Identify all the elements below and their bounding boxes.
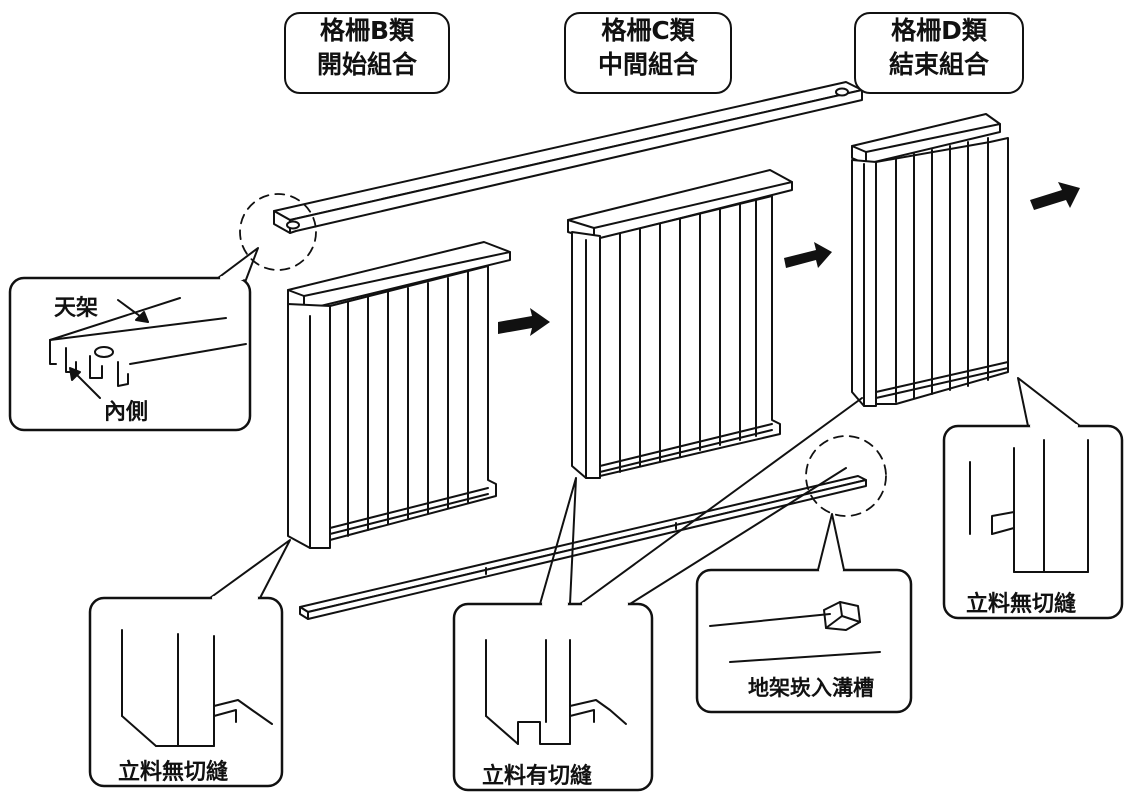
label-panel-b-line2: 開始組合 xyxy=(316,49,417,79)
label-panel-c-line2: 中間組合 xyxy=(597,49,698,79)
floor-rail-label: 地架崁入溝槽 xyxy=(748,676,874,700)
label-panel-d-line1: 格柵D類 xyxy=(891,16,987,45)
detail-right-post xyxy=(969,439,1089,573)
right-post-label: 立料無切縫 xyxy=(966,592,1077,617)
label-panel-c: 格柵C類 中間組合 xyxy=(564,12,732,94)
callout-boxes xyxy=(8,276,1124,792)
grille-panel-c xyxy=(567,169,793,479)
detail-middle-post xyxy=(485,639,627,745)
label-panel-b: 格柵B類 開始組合 xyxy=(284,12,450,94)
top-rail-label: 天架 xyxy=(54,296,99,321)
detail-top-rail xyxy=(49,297,247,399)
detail-floor-rail xyxy=(709,601,881,663)
arrow-right-icon xyxy=(498,308,550,336)
detail-left-post xyxy=(121,629,273,747)
direction-arrows xyxy=(498,182,1080,336)
label-panel-d-line2: 結束組合 xyxy=(888,49,989,79)
inner-side-label: 內側 xyxy=(104,400,149,425)
floor-rail xyxy=(299,475,867,620)
grille-panel-b xyxy=(287,241,511,549)
label-panel-b-line1: 格柵B類 xyxy=(319,16,415,45)
label-panel-c-line1: 格柵C類 xyxy=(601,16,695,45)
grille-panel-d xyxy=(851,113,1009,407)
detail-circles xyxy=(239,193,887,517)
label-panel-d: 格柵D類 結束組合 xyxy=(854,12,1024,94)
arrow-right-icon xyxy=(784,242,832,268)
middle-post-label: 立料有切縫 xyxy=(482,764,593,789)
top-rail xyxy=(273,81,863,234)
callout-pointers xyxy=(209,247,1081,605)
arrow-right-icon xyxy=(1030,182,1080,210)
left-post-label: 立料無切縫 xyxy=(118,760,229,785)
